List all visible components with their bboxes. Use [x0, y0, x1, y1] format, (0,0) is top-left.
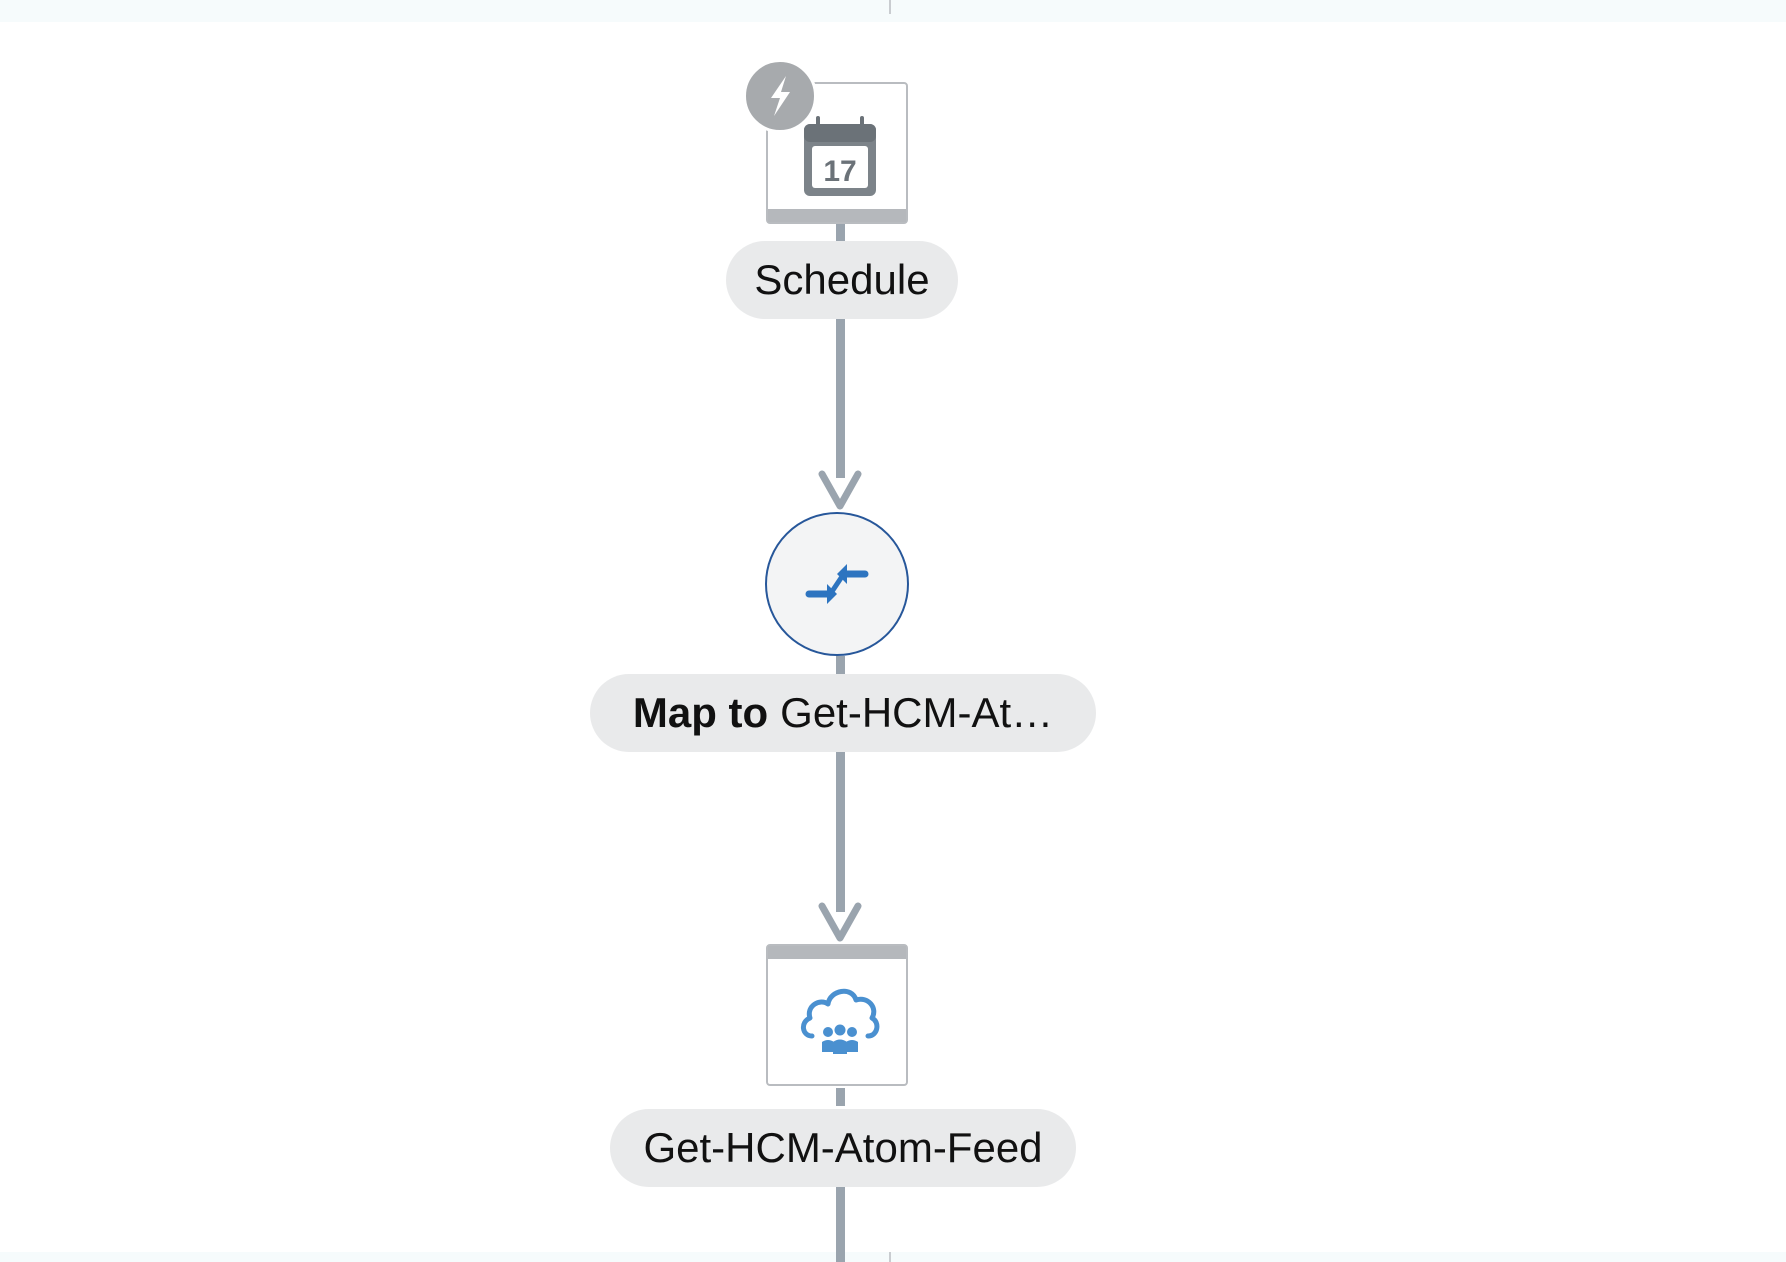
canvas-bottom-edge: [0, 1252, 1786, 1262]
map-label-prefix: Map to: [632, 689, 769, 736]
lightning-icon: [771, 76, 790, 116]
calendar-day: 17: [823, 155, 856, 188]
node-footer-bar: [768, 209, 906, 222]
center-guide-bottom: [889, 1252, 891, 1262]
hcm-cloud-icon: [801, 988, 880, 1054]
connector-map-stub: [836, 656, 845, 674]
schedule-label-pill[interactable]: Schedule: [726, 241, 958, 319]
connector-map-to-invoke: [836, 752, 845, 912]
canvas-top-edge: [0, 0, 1786, 22]
center-guide-top: [889, 0, 891, 14]
trigger-badge: [743, 59, 817, 133]
schedule-label: Schedule: [754, 256, 930, 303]
hcm-invoke-node[interactable]: [766, 944, 908, 1086]
connector-schedule-to-map: [836, 318, 845, 478]
map-arrows-icon: [805, 564, 869, 604]
schedule-trigger-node[interactable]: 17: [766, 82, 908, 224]
connector-schedule-stub: [836, 224, 845, 244]
calendar-icon: 17: [804, 116, 876, 196]
arrow-head-to-invoke: [818, 902, 862, 942]
connector-invoke-continue: [836, 1184, 845, 1262]
map-action-node[interactable]: [765, 512, 909, 656]
hcm-invoke-label: Get-HCM-Atom-Feed: [643, 1124, 1043, 1171]
connector-invoke-stub: [836, 1088, 845, 1106]
map-label: Get-HCM-At…: [780, 689, 1054, 736]
hcm-invoke-label-pill[interactable]: Get-HCM-Atom-Feed: [610, 1109, 1076, 1187]
node-header-bar: [768, 946, 906, 959]
arrow-head-to-map: [818, 470, 862, 510]
